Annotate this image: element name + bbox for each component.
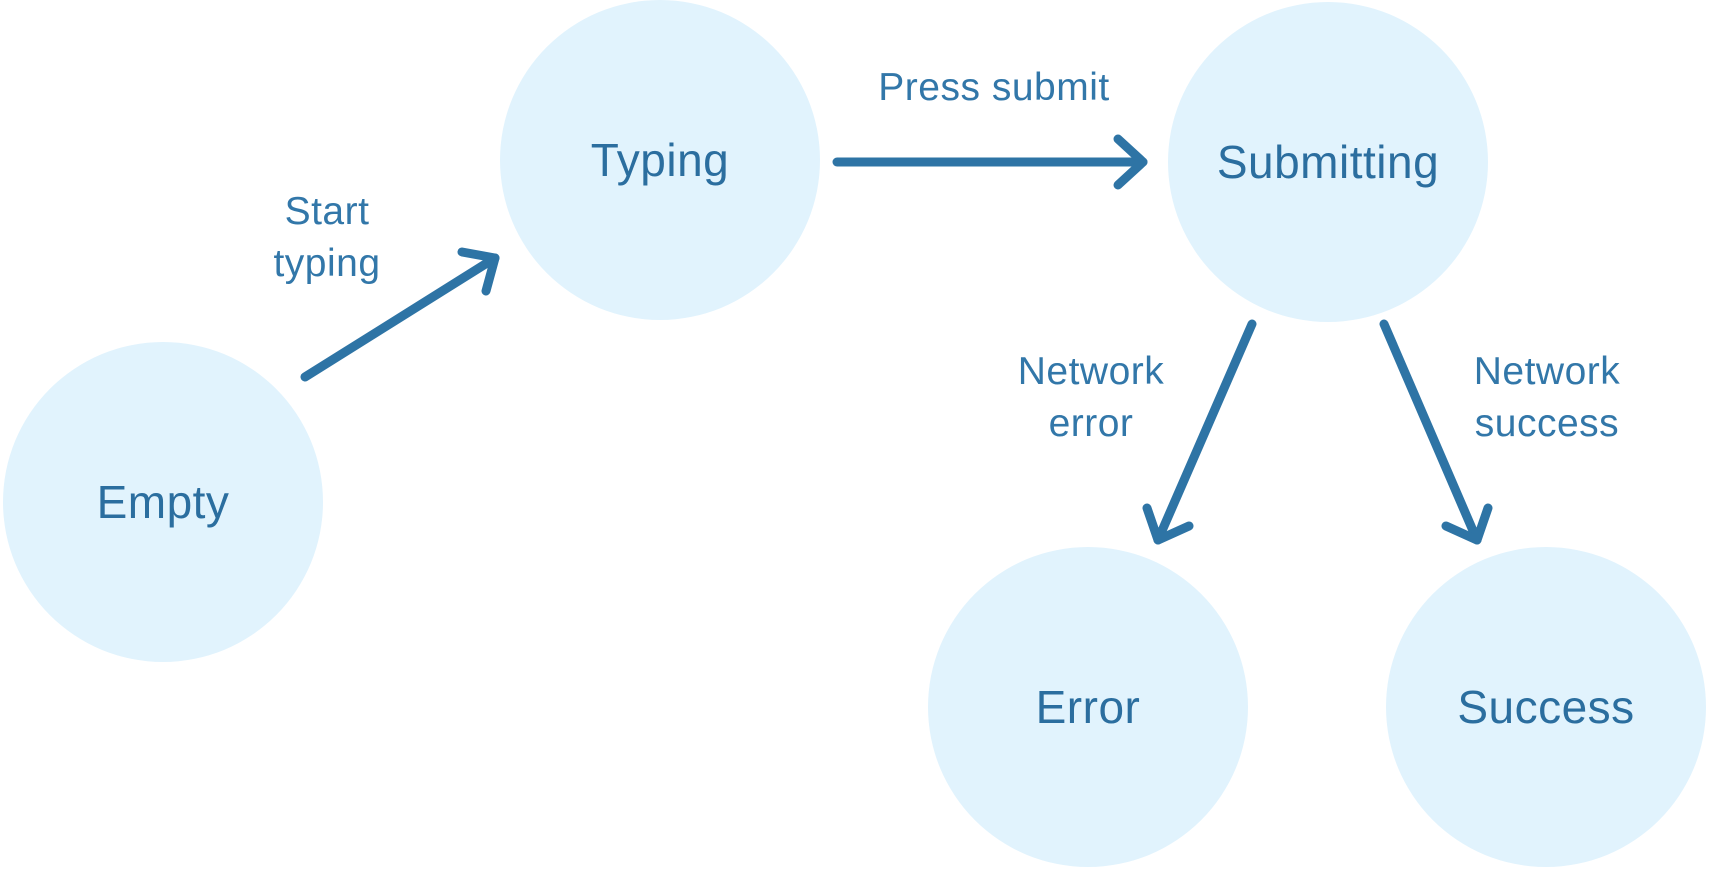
arrow-submitting-to-success — [1379, 319, 1493, 545]
edge-label-start-typing: Start typing — [273, 190, 381, 285]
state-node-success: Success — [1386, 547, 1706, 867]
arrow-empty-to-typing — [300, 247, 500, 382]
state-node-empty-label: Empty — [96, 476, 230, 528]
edge-label-network-success: Network success — [1473, 350, 1621, 445]
state-node-empty: Empty — [3, 342, 323, 662]
edge-label-network-error: Network error — [1017, 350, 1165, 445]
state-node-success-label: Success — [1457, 681, 1635, 733]
arrow-typing-to-submitting — [832, 134, 1148, 190]
state-node-error: Error — [928, 547, 1248, 867]
state-node-typing-label: Typing — [590, 134, 730, 186]
state-node-typing: Typing — [500, 0, 820, 320]
edge-label-press-submit: Press submit — [878, 66, 1110, 109]
state-node-submitting: Submitting — [1168, 2, 1488, 322]
state-node-error-label: Error — [1035, 681, 1141, 733]
state-node-submitting-label: Submitting — [1216, 136, 1440, 188]
arrow-submitting-to-error — [1142, 319, 1257, 545]
